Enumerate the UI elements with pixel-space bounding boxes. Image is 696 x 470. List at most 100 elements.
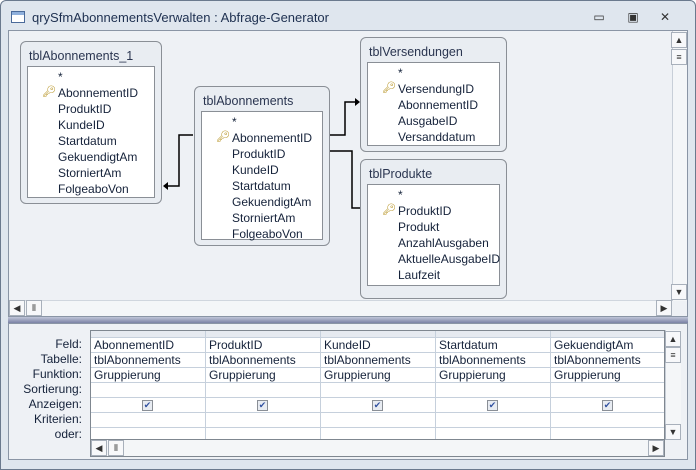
criteria-cell[interactable]: [206, 413, 321, 428]
criteria-cell[interactable]: [321, 413, 436, 428]
show-checkbox[interactable]: ✔: [372, 400, 383, 411]
scroll-thumb[interactable]: ⦀: [26, 300, 42, 316]
upper-horizontal-scrollbar[interactable]: [9, 300, 672, 316]
show-checkbox-cell[interactable]: ✔: [321, 398, 436, 413]
sort-cell[interactable]: [436, 383, 551, 398]
pane-splitter[interactable]: [8, 317, 688, 323]
feld-cell[interactable]: AbonnementID: [91, 338, 206, 353]
field-item[interactable]: *: [398, 188, 403, 202]
scroll-left-button[interactable]: ◀: [9, 300, 25, 316]
criteria-cell[interactable]: [91, 413, 206, 428]
sort-cell[interactable]: [321, 383, 436, 398]
show-checkbox-cell[interactable]: ✔: [436, 398, 551, 413]
show-checkbox-cell[interactable]: ✔: [91, 398, 206, 413]
feld-cell[interactable]: Startdatum: [436, 338, 551, 353]
criteria-cell[interactable]: [436, 413, 551, 428]
field-item[interactable]: *: [398, 66, 403, 80]
show-checkbox-cell[interactable]: ✔: [551, 398, 664, 413]
restore-button[interactable]: ▣: [627, 10, 639, 24]
funktion-cell[interactable]: Gruppierung: [91, 368, 206, 383]
table-title[interactable]: tblAbonnements_1: [29, 49, 134, 63]
scroll-down-button[interactable]: ▼: [665, 424, 681, 440]
tabelle-cell[interactable]: tblAbonnements: [551, 353, 664, 368]
scroll-thumb[interactable]: ⦀: [108, 440, 124, 456]
feld-cell[interactable]: KundeID: [321, 338, 436, 353]
funktion-cell[interactable]: Gruppierung: [321, 368, 436, 383]
column-selector[interactable]: [436, 331, 551, 338]
field-item[interactable]: AktuelleAusgabeID: [398, 252, 501, 266]
or-cell[interactable]: [91, 428, 206, 439]
scroll-thumb[interactable]: ≡: [665, 347, 681, 363]
criteria-cell[interactable]: [551, 413, 664, 428]
scroll-right-button[interactable]: ▶: [656, 300, 672, 316]
field-item[interactable]: KundeID: [232, 163, 279, 177]
field-item[interactable]: ProduktID: [58, 102, 112, 116]
scroll-thumb[interactable]: ≡: [671, 49, 687, 65]
field-item[interactable]: FolgeaboVon: [58, 182, 129, 196]
show-checkbox[interactable]: ✔: [602, 400, 613, 411]
minimize-button[interactable]: ▭: [593, 10, 605, 24]
field-item[interactable]: AbonnementID: [398, 98, 479, 112]
field-item[interactable]: Produkt: [398, 220, 440, 234]
field-item[interactable]: StorniertAm: [58, 166, 122, 180]
scroll-down-button[interactable]: ▼: [671, 284, 687, 300]
table-title[interactable]: tblProdukte: [369, 167, 433, 181]
field-item[interactable]: AnzahlAusgaben: [398, 236, 489, 250]
grid-horizontal-scrollbar[interactable]: [90, 440, 665, 457]
show-checkbox-cell[interactable]: ✔: [206, 398, 321, 413]
field-item[interactable]: VersendungID: [398, 82, 475, 96]
scroll-left-button[interactable]: ◀: [91, 440, 107, 456]
show-checkbox[interactable]: ✔: [142, 400, 153, 411]
field-item[interactable]: KundeID: [58, 118, 105, 132]
or-cell[interactable]: [436, 428, 551, 439]
field-item[interactable]: AusgabeID: [398, 114, 458, 128]
or-cell[interactable]: [206, 428, 321, 439]
funktion-cell[interactable]: Gruppierung: [551, 368, 664, 383]
field-item[interactable]: GekuendigtAm: [58, 150, 138, 164]
column-selector[interactable]: [91, 331, 206, 338]
field-item[interactable]: AbonnementID: [58, 86, 139, 100]
upper-vertical-scrollbar[interactable]: [672, 31, 687, 301]
tabelle-cell[interactable]: tblAbonnements: [321, 353, 436, 368]
tabelle-cell[interactable]: tblAbonnements: [436, 353, 551, 368]
field-item[interactable]: Startdatum: [232, 179, 291, 193]
column-selector[interactable]: [551, 331, 664, 338]
funktion-cell[interactable]: Gruppierung: [206, 368, 321, 383]
funktion-cell[interactable]: Gruppierung: [436, 368, 551, 383]
scroll-right-button[interactable]: ▶: [648, 440, 664, 456]
field-item[interactable]: Laufzeit: [398, 268, 441, 282]
table-title[interactable]: tblVersendungen: [369, 45, 463, 59]
show-checkbox[interactable]: ✔: [257, 400, 268, 411]
sort-cell[interactable]: [206, 383, 321, 398]
show-checkbox[interactable]: ✔: [487, 400, 498, 411]
feld-cell[interactable]: ProduktID: [206, 338, 321, 353]
field-item[interactable]: StorniertAm: [232, 211, 296, 225]
field-item[interactable]: AbonnementID: [232, 131, 313, 145]
field-item[interactable]: Versanddatum: [398, 130, 476, 144]
field-item[interactable]: GekuendigtAm: [232, 195, 312, 209]
field-item[interactable]: ProduktID: [232, 147, 286, 161]
field-item[interactable]: *: [232, 115, 237, 129]
field-item[interactable]: FolgeaboVon: [232, 227, 303, 241]
field-item[interactable]: *: [58, 70, 63, 84]
column-selector[interactable]: [206, 331, 321, 338]
field-item[interactable]: ProduktID: [398, 204, 452, 218]
sort-cell[interactable]: [91, 383, 206, 398]
feld-cell[interactable]: GekuendigtAm: [551, 338, 664, 353]
field-item[interactable]: Startdatum: [58, 134, 117, 148]
close-button[interactable]: ✕: [659, 10, 671, 24]
scroll-up-button[interactable]: ▲: [671, 32, 687, 48]
column-selector[interactable]: [321, 331, 436, 338]
or-cell[interactable]: [551, 428, 664, 439]
tabelle-cell[interactable]: tblAbonnements: [206, 353, 321, 368]
sort-cell[interactable]: [551, 383, 664, 398]
